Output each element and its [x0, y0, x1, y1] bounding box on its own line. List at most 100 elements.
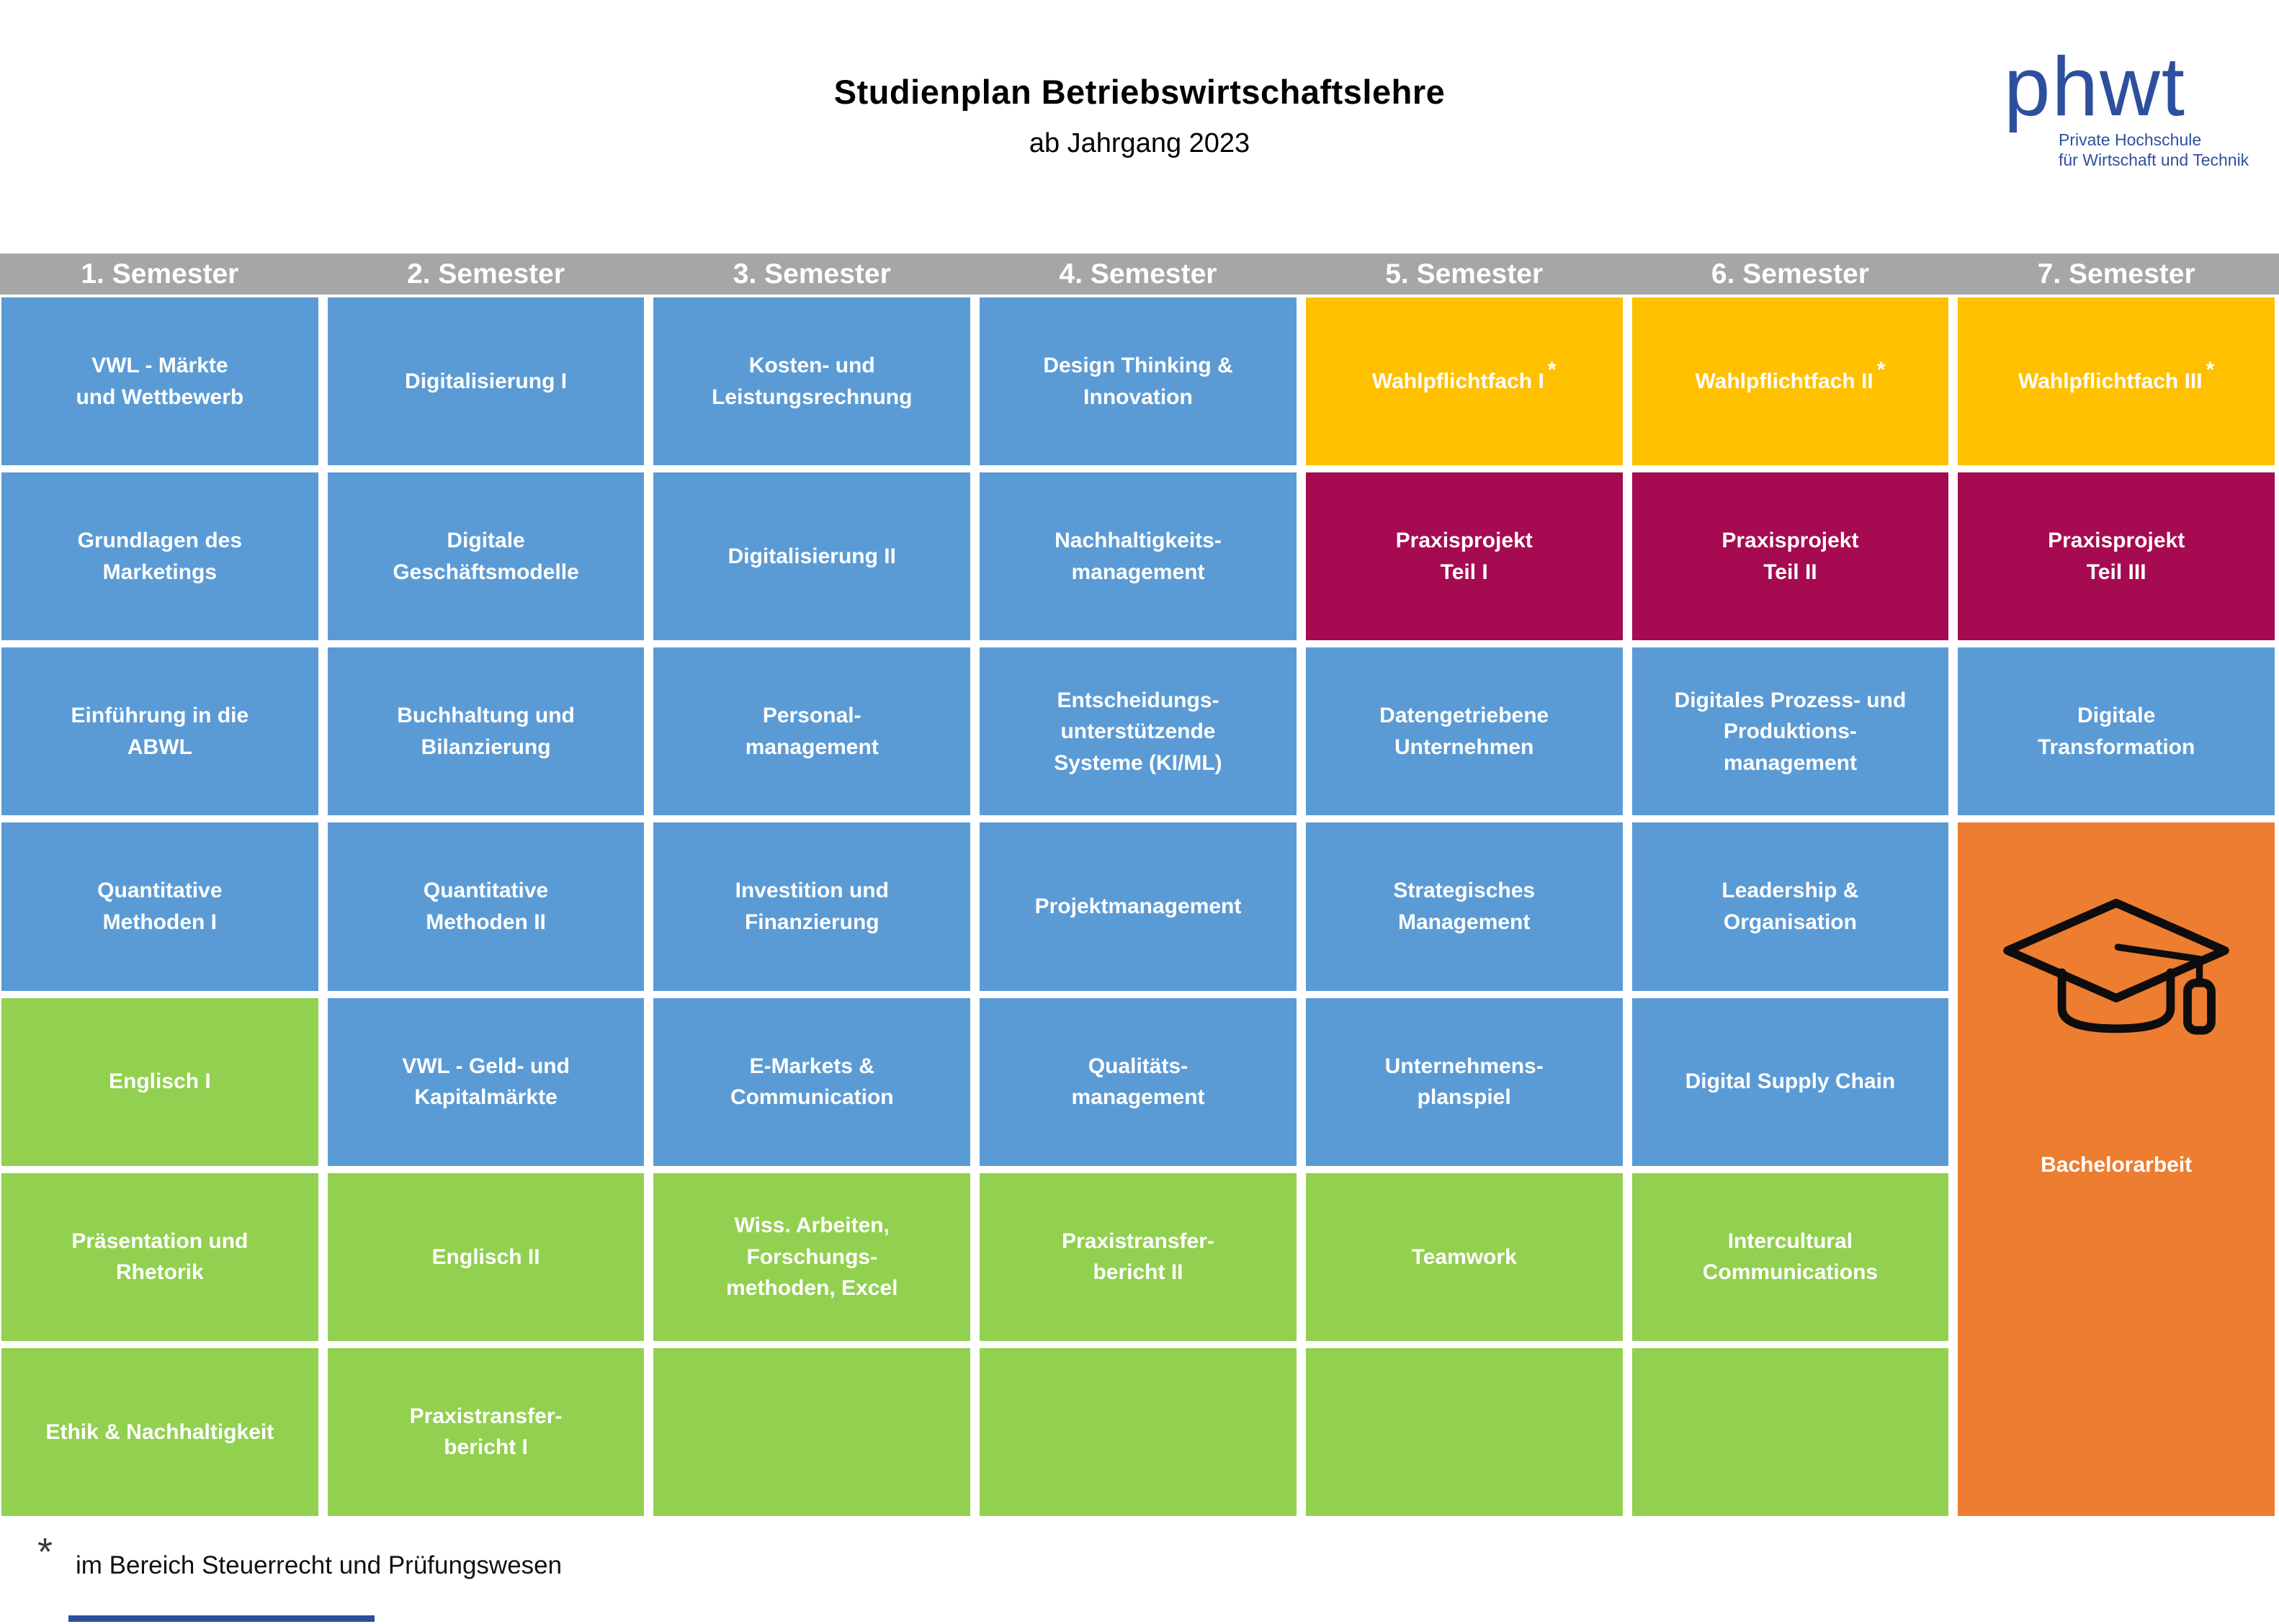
course-cell: Wahlpflichtfach I*	[1305, 297, 1623, 466]
cap-band	[2057, 969, 2175, 1033]
course-cell: Intercultural Communications	[1631, 1172, 1949, 1341]
course-label: Grundlagen des Marketings	[77, 529, 243, 584]
course-cell: Datengetriebene Unternehmen	[1305, 647, 1623, 816]
course-label: Design Thinking & Innovation	[1043, 354, 1233, 409]
course-cell: Englisch II	[327, 1172, 645, 1341]
course-label: Unternehmens- planspiel	[1384, 1054, 1544, 1110]
course-label: Entscheidungs- unterstützende Systeme (K…	[1054, 688, 1222, 775]
course-label: Projektmanagement	[1034, 894, 1242, 919]
graduation-cap-icon	[2003, 899, 2229, 1036]
course-cell: Ethik & Nachhaltigkeit	[1, 1347, 318, 1516]
course-cell: Buchhaltung und Bilanzierung	[327, 647, 645, 816]
footnote-asterisk: *	[37, 1530, 53, 1574]
course-cell: Digitale Geschäftsmodelle	[327, 472, 645, 641]
course-cell: Praxisprojekt Teil I	[1305, 472, 1623, 641]
phwt-logo: phwt Private Hochschule für Wirtschaft u…	[2004, 45, 2270, 170]
course-cell: Leadership & Organisation	[1631, 822, 1949, 991]
logo-tagline: Private Hochschule für Wirtschaft und Te…	[2059, 130, 2249, 170]
course-cell: Praxistransfer- bericht II	[980, 1172, 1297, 1341]
course-cell	[653, 1347, 971, 1516]
course-cell: E-Markets & Communication	[653, 997, 971, 1166]
footnote: * im Bereich Steuerrecht und Prüfungswes…	[37, 1533, 562, 1580]
semester-header: 6. Semester	[1711, 259, 1869, 290]
elective-asterisk: *	[1876, 357, 1886, 382]
course-label: Digital Supply Chain	[1685, 1069, 1896, 1094]
course-label: Teamwork	[1411, 1244, 1517, 1269]
course-cell: Praxisprojekt Teil II	[1631, 472, 1949, 641]
course-label: Qualitäts- management	[1071, 1054, 1205, 1110]
course-label: Wahlpflichtfach I*	[1372, 358, 1557, 398]
course-label: Englisch II	[431, 1244, 540, 1269]
page-title: Studienplan Betriebswirtschaftslehre	[833, 73, 1446, 111]
footnote-underline	[68, 1615, 375, 1622]
course-label: Praxistransfer- bericht I	[409, 1404, 563, 1460]
course-cell: Praxisprojekt Teil III	[1958, 472, 2275, 641]
course-label: VWL - Märkte und Wettbewerb	[76, 354, 244, 409]
semester-header: 7. Semester	[2037, 259, 2195, 290]
course-label: Digitalisierung I	[405, 369, 568, 393]
logo-wordmark: phwt	[2004, 40, 2187, 133]
course-cell	[1631, 1347, 1949, 1516]
course-label: Leadership & Organisation	[1721, 879, 1859, 934]
course-label: Kosten- und Leistungsrechnung	[712, 354, 913, 409]
course-label: Wahlpflichtfach II*	[1695, 358, 1885, 398]
course-label: VWL - Geld- und Kapitalmärkte	[402, 1054, 570, 1110]
course-cell: Unternehmens- planspiel	[1305, 997, 1623, 1166]
course-cell: Design Thinking & Innovation	[980, 297, 1297, 466]
course-label: Investition und Finanzierung	[735, 879, 889, 934]
course-label: Wahlpflichtfach III*	[2018, 358, 2214, 398]
course-label: Digitalisierung II	[727, 544, 896, 568]
semester-header: 5. Semester	[1385, 259, 1544, 290]
course-label: Strategisches Management	[1393, 879, 1536, 934]
course-label: Bachelorarbeit	[2041, 1153, 2193, 1177]
course-cell: Praxistransfer- bericht I	[327, 1347, 645, 1516]
course-cell: Präsentation und Rhetorik	[1, 1172, 318, 1341]
course-cell: Kosten- und Leistungsrechnung	[653, 297, 971, 466]
course-cell: Digitalisierung II	[653, 472, 971, 641]
course-label: Präsentation und Rhetorik	[71, 1229, 249, 1285]
semester-header: 4. Semester	[1059, 259, 1217, 290]
course-cell: Wahlpflichtfach III*	[1958, 297, 2275, 466]
course-cell: Wahlpflichtfach II*	[1631, 297, 1949, 466]
semester-header: 1. Semester	[81, 259, 239, 290]
course-cell: Qualitäts- management	[980, 997, 1297, 1166]
page-subtitle: ab Jahrgang 2023	[1029, 128, 1250, 158]
course-label: E-Markets & Communication	[730, 1054, 894, 1110]
course-label: Ethik & Nachhaltigkeit	[45, 1419, 274, 1444]
course-cell: Grundlagen des Marketings	[1, 472, 318, 641]
course-label: Buchhaltung und Bilanzierung	[397, 704, 575, 759]
course-cell: VWL - Märkte und Wettbewerb	[1, 297, 318, 466]
course-cell: Englisch I	[1, 997, 318, 1166]
course-label: Praxistransfer- bericht II	[1062, 1229, 1214, 1285]
semester-header: 2. Semester	[407, 259, 565, 290]
course-label: Einführung in die ABWL	[71, 704, 249, 759]
course-label: Digitale Geschäftsmodelle	[393, 529, 579, 584]
course-label: Praxisprojekt Teil II	[1721, 529, 1859, 584]
course-cell: Digitalisierung I	[327, 297, 645, 466]
course-label: Praxisprojekt Teil III	[2048, 529, 2185, 584]
course-label: Personal- management	[745, 704, 879, 759]
course-cell: Digital Supply Chain	[1631, 997, 1949, 1166]
course-cell: Personal- management	[653, 647, 971, 816]
course-label: Praxisprojekt Teil I	[1395, 529, 1533, 584]
cap-tassel	[2183, 979, 2216, 1036]
elective-asterisk: *	[1547, 357, 1557, 382]
course-label: Nachhaltigkeits- management	[1055, 529, 1222, 584]
footnote-text: im Bereich Steuerrecht und Prüfungswesen	[76, 1551, 563, 1579]
course-cell: Investition und Finanzierung	[653, 822, 971, 991]
course-label: Quantitative Methoden II	[423, 879, 549, 934]
course-cell	[980, 1347, 1297, 1516]
course-cell: Digitale Transformation	[1958, 647, 2275, 816]
course-label: Wiss. Arbeiten, Forschungs- methoden, Ex…	[726, 1213, 898, 1301]
course-cell: Teamwork	[1305, 1172, 1623, 1341]
bachelor-thesis-cell: Bachelorarbeit	[1958, 822, 2275, 1516]
course-label: Quantitative Methoden I	[97, 879, 223, 934]
course-cell: Wiss. Arbeiten, Forschungs- methoden, Ex…	[653, 1172, 971, 1341]
course-cell: Entscheidungs- unterstützende Systeme (K…	[980, 647, 1297, 816]
elective-asterisk: *	[2206, 357, 2215, 382]
course-cell: Digitales Prozess- und Produktions- mana…	[1631, 647, 1949, 816]
